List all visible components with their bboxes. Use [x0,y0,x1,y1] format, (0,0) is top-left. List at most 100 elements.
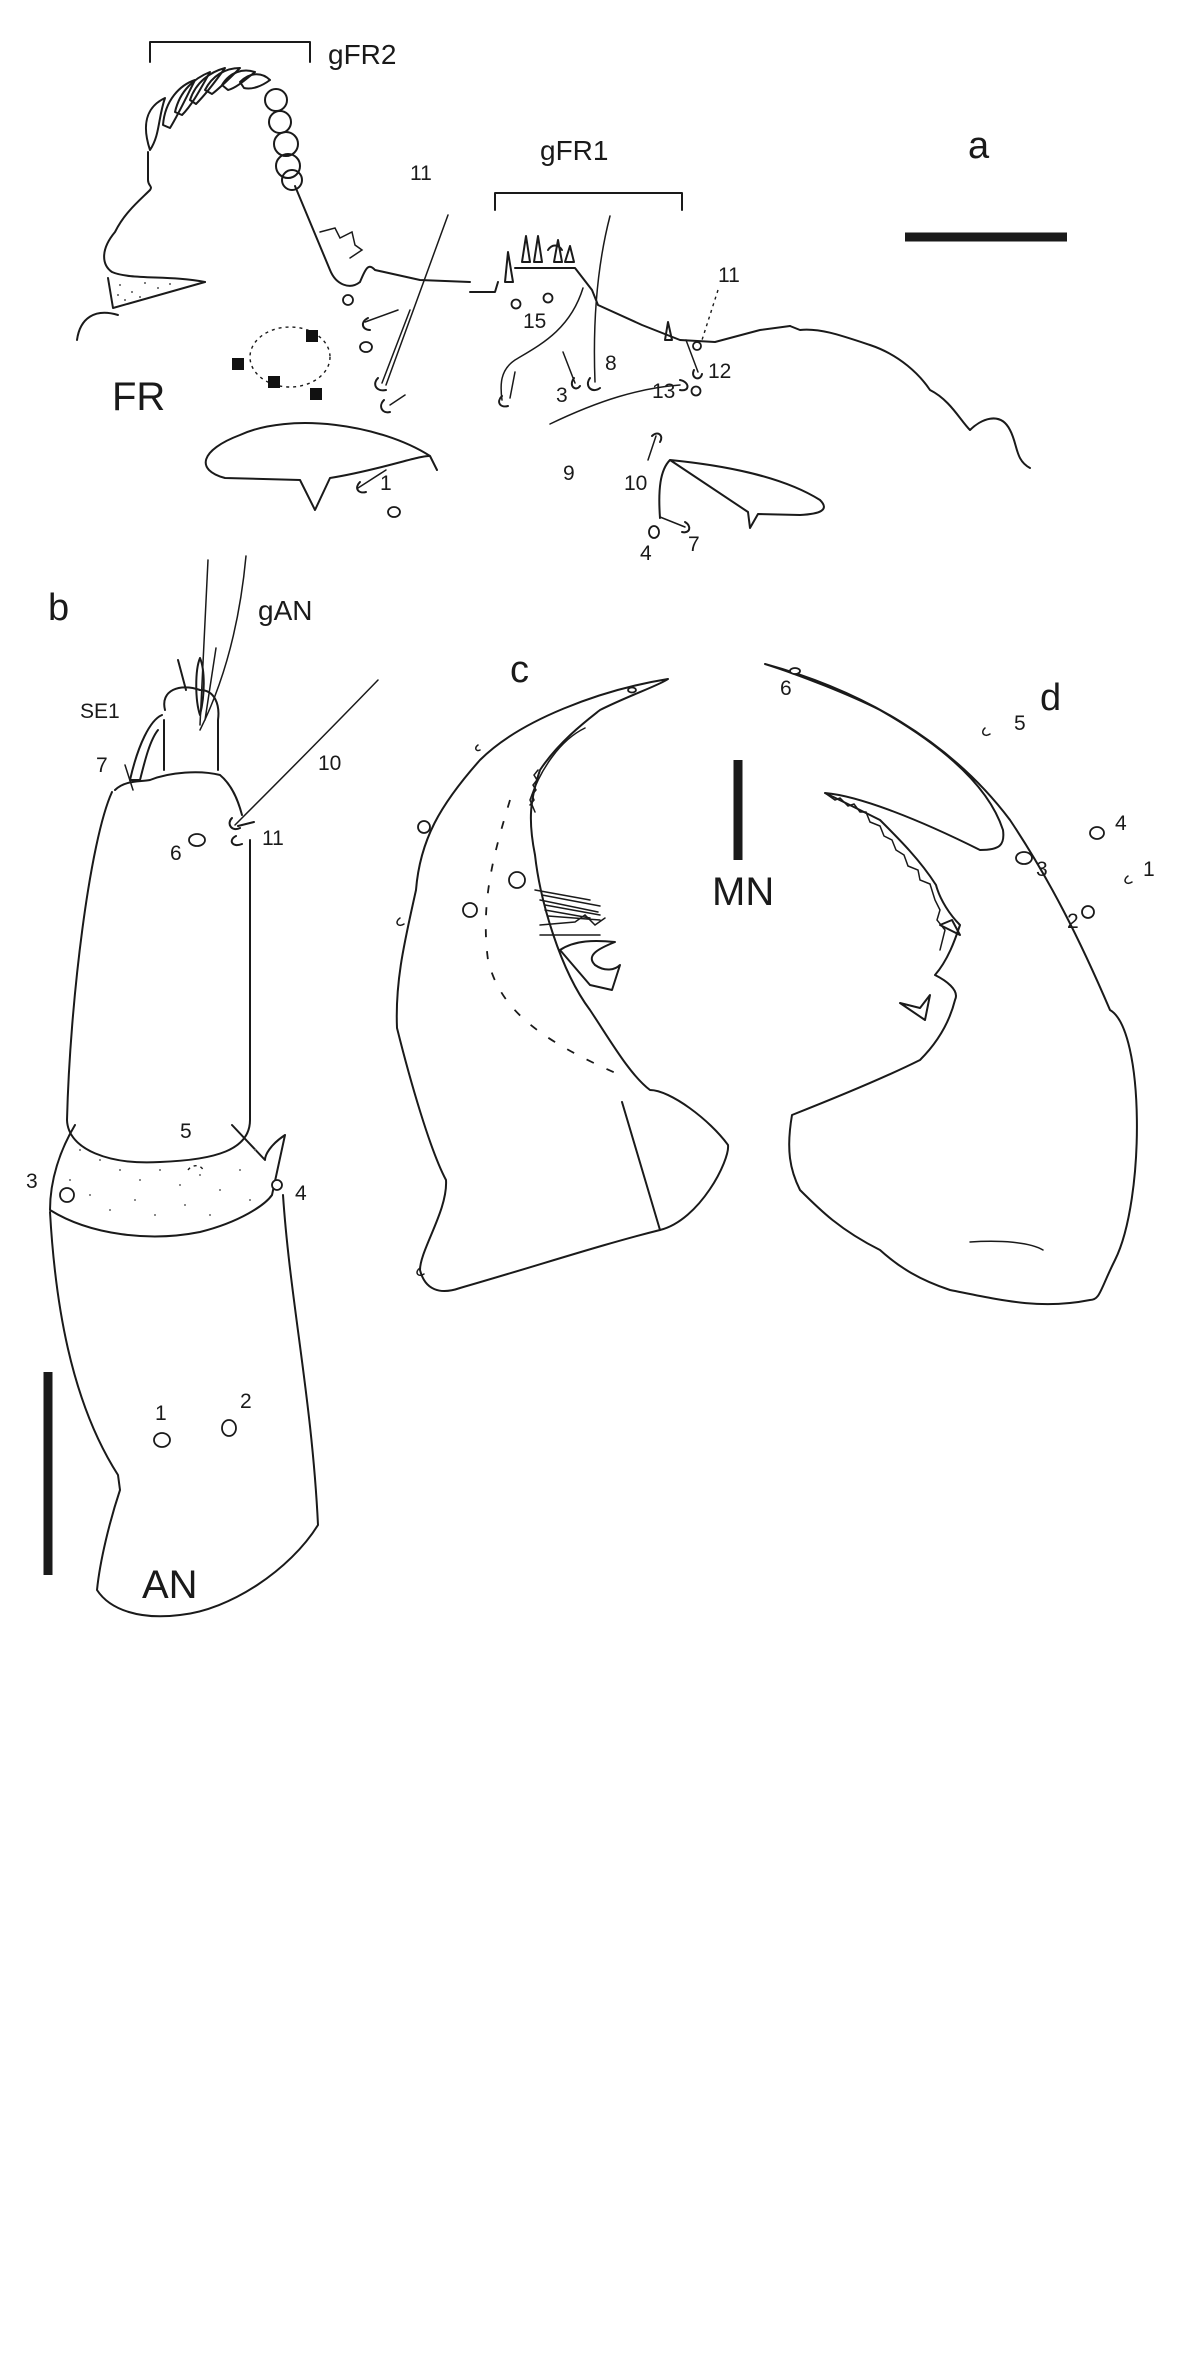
antenna-segment-1 [49,1194,319,1618]
label-seta-13: 13 [652,380,675,403]
sensillum [1124,875,1133,885]
label-seta-3-d: 3 [1036,858,1048,881]
label-seta-9: 9 [563,462,575,485]
serration-teeth [529,769,539,806]
pore [387,506,401,518]
seta-socket [362,317,371,331]
label-seta-1-d: 1 [1143,858,1155,881]
panel-c: c MN [395,649,774,1292]
label-seta-7: 7 [688,533,700,556]
label-seta-15: 15 [523,310,546,333]
pore [417,820,431,834]
bracket-gfr1 [494,192,683,211]
stippled-joint-2 [114,771,243,816]
label-seta-10-b: 10 [318,752,341,775]
label-seta-5-d: 5 [1014,712,1026,735]
pore [648,525,660,539]
mandible-d-tooth [939,919,961,936]
seta-socket [570,377,581,390]
pore [59,1187,75,1203]
frontale-right-outline [789,325,1031,469]
label-seta-4-d: 4 [1115,812,1127,835]
seta-socket [356,481,367,494]
mandible-d-tooth [899,994,931,1021]
gan-sensilla [177,657,205,716]
sensory-area [232,326,331,400]
panel-letter-b: b [48,587,69,629]
antenna-segment-3 [163,686,220,771]
label-seta-6-b: 6 [170,842,182,865]
seta-10-b [234,679,379,826]
pore [221,1419,237,1437]
panel-a: a gFR2 [76,39,1067,565]
left-margin-curve [76,311,119,341]
sensillum [982,727,991,737]
panel-letter-c: c [510,649,529,691]
panel-letter-d: d [1040,677,1061,719]
panel-b: b gAN SE1 7 10 11 6 3 5 [26,555,379,1618]
label-seta-11-b: 11 [262,827,284,850]
label-seta-2-d: 2 [1067,910,1079,933]
label-seta-5-b: 5 [180,1120,192,1143]
label-an: AN [142,1563,198,1607]
label-seta-3: 3 [556,384,568,407]
lower-right-lobe [658,459,825,529]
mandible-d-serration [824,792,946,951]
label-seta-11-left: 11 [410,162,432,185]
label-se1: SE1 [80,700,120,723]
nasale-teeth [145,67,303,191]
seta-socket [498,395,509,408]
pore [1081,905,1095,919]
lower-left-lobe [204,422,438,511]
label-mn: MN [712,870,774,914]
mandible-d-outline [764,663,1138,1306]
pore [271,1179,283,1191]
penicillus [534,889,621,991]
mandible-c-dashed-line [484,799,621,1076]
pore [510,298,522,310]
pore [508,871,526,889]
pore [542,292,554,304]
seta-socket [679,379,689,392]
label-seta-6-d: 6 [780,677,792,700]
leader-line-11 [701,289,719,341]
label-gfr1: gFR1 [540,135,608,166]
membrane-stipple [69,1149,256,1216]
pore [342,294,354,306]
seta-socket [586,377,601,392]
pore-5 [187,1165,205,1173]
pore [359,341,373,353]
sensilla-marks [396,744,481,1277]
pore [1015,851,1033,865]
seta-socket [651,432,663,443]
se1-sensillum [129,714,163,781]
label-seta-10: 10 [624,472,647,495]
seta-socket [374,377,387,392]
frontale-anterior-margin [469,267,791,343]
label-gfr2: gFR2 [328,39,396,70]
label-fr: FR [112,375,165,419]
long-seta-8 [593,215,611,383]
pore [692,341,702,351]
pore [789,667,801,675]
gan-setae [199,555,247,731]
seta-9 [549,384,681,425]
mandible-c-serration [529,727,586,813]
mandible-c-internal-line [621,1101,661,1231]
label-seta-1-b: 1 [155,1402,167,1425]
stippled-lobe [107,277,206,309]
stipple-dots [117,282,171,301]
spine [664,321,673,341]
label-seta-11-right: 11 [718,264,740,287]
antenna-segment-2 [66,791,251,1164]
label-seta-4-b: 4 [295,1182,307,1205]
pore [462,902,478,918]
pore [153,1432,171,1448]
seta-socket [681,521,691,534]
label-seta-2-b: 2 [240,1390,252,1413]
label-gan: gAN [258,595,312,626]
stippled-membrane [49,1124,286,1238]
curved-seta [500,287,584,401]
notch-spinules [319,227,364,259]
